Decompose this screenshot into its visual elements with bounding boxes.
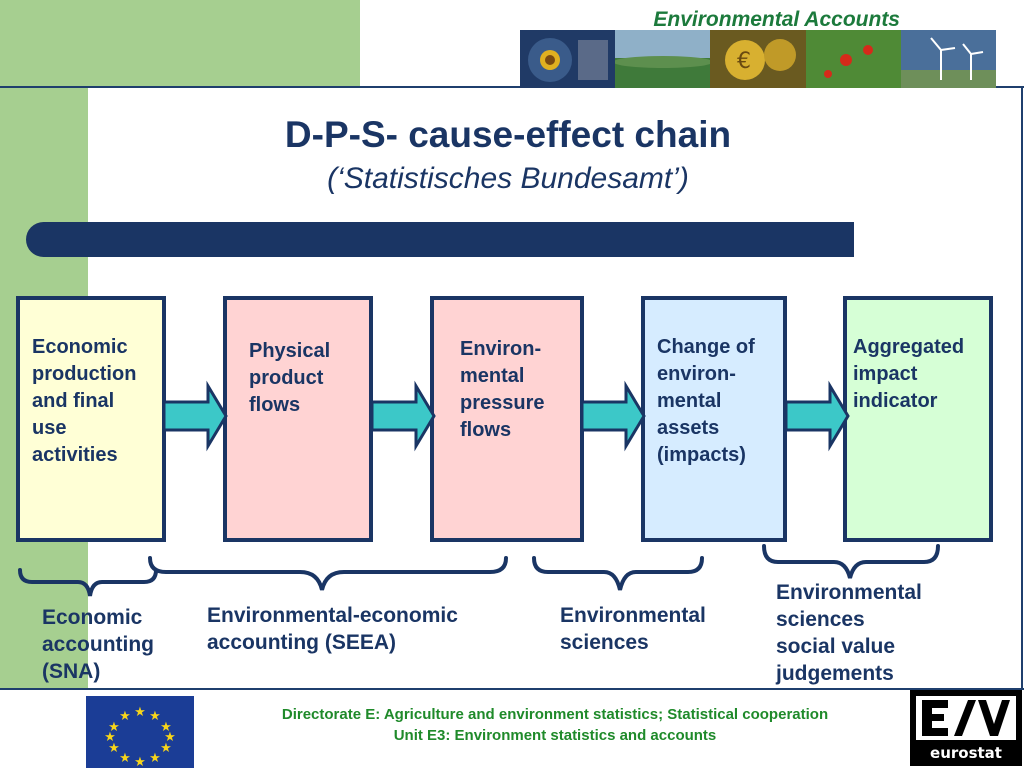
landscape-photo — [615, 30, 711, 88]
svg-text:★: ★ — [119, 709, 131, 724]
header-divider — [0, 86, 1024, 88]
box-physical-flows: Physical product flows — [223, 296, 373, 542]
logo-text: eurostat — [930, 744, 1002, 762]
euro-coins-photo: € — [710, 30, 806, 88]
svg-text:★: ★ — [119, 751, 131, 766]
braces-layer — [18, 544, 940, 597]
box-asset-changes-label: Change of environ- mental assets (impact… — [657, 336, 755, 466]
sunflower-photo — [520, 30, 616, 88]
label-environmental-sciences: Environmental sciences — [560, 604, 706, 654]
svg-text:★: ★ — [104, 730, 116, 745]
title-underline-bar — [26, 222, 854, 257]
footer-text: Directorate E: Agriculture and environme… — [200, 704, 910, 746]
brace-seea-icon — [148, 556, 508, 591]
header-title: Environmental Accounts — [653, 8, 900, 31]
box-economic-activities: Economic production and final use activi… — [16, 296, 166, 542]
svg-text:★: ★ — [108, 720, 120, 735]
header-green-band — [0, 0, 360, 88]
box-pressure-flows-label: Environ- mental pressure flows — [460, 338, 545, 441]
footer-line-2: Unit E3: Environment statistics and acco… — [393, 727, 717, 744]
svg-text:★: ★ — [149, 751, 161, 766]
box-impact-indicator: Aggregated impact indicator — [843, 296, 993, 542]
wind-turbines-photo — [900, 30, 997, 88]
eurostat-logo: eurostat — [910, 690, 1022, 766]
svg-text:★: ★ — [160, 741, 172, 756]
eu-flag-icon: ★ ★ ★ ★ ★ ★ ★ ★ ★ ★ ★ ★ — [86, 696, 194, 768]
box-physical-flows-label: Physical product flows — [249, 340, 331, 416]
arrow-3-icon — [580, 380, 646, 452]
label-sna: Economic accounting (SNA) — [42, 606, 155, 683]
box-impact-indicator-label: Aggregated impact indicator — [853, 336, 965, 412]
frame-right-border — [1021, 86, 1023, 690]
arrow-2-icon — [370, 380, 436, 452]
svg-text:€: € — [737, 49, 751, 74]
svg-text:★: ★ — [108, 741, 120, 756]
svg-text:★: ★ — [134, 755, 146, 768]
poppy-field-photo — [805, 30, 901, 88]
svg-text:★: ★ — [160, 720, 172, 735]
slide-subtitle: (‘Statistisches Bundesamt’) — [327, 162, 689, 195]
label-sciences-judgements: Environmental sciences social value judg… — [776, 581, 922, 685]
arrow-4-icon — [784, 380, 850, 452]
svg-text:★: ★ — [134, 705, 146, 720]
brace-sna-icon — [18, 568, 158, 597]
slide-title: D-P-S- cause-effect chain — [284, 114, 732, 155]
box-economic-activities-label: Economic production and final use activi… — [32, 336, 137, 466]
brace-sciences-icon — [532, 556, 704, 591]
footer-line-1: Directorate E: Agriculture and environme… — [281, 706, 829, 723]
box-asset-changes: Change of environ- mental assets (impact… — [641, 296, 787, 542]
arrow-1-icon — [162, 380, 228, 452]
svg-text:★: ★ — [164, 730, 176, 745]
label-seea: Environmental-economic accounting (SEEA) — [207, 604, 458, 654]
header-photo-strip: € — [520, 30, 997, 88]
box-pressure-flows: Environ- mental pressure flows — [430, 296, 584, 542]
brace-judgements-icon — [762, 544, 940, 579]
frame-bottom-border — [0, 688, 1024, 690]
svg-text:★: ★ — [149, 709, 161, 724]
